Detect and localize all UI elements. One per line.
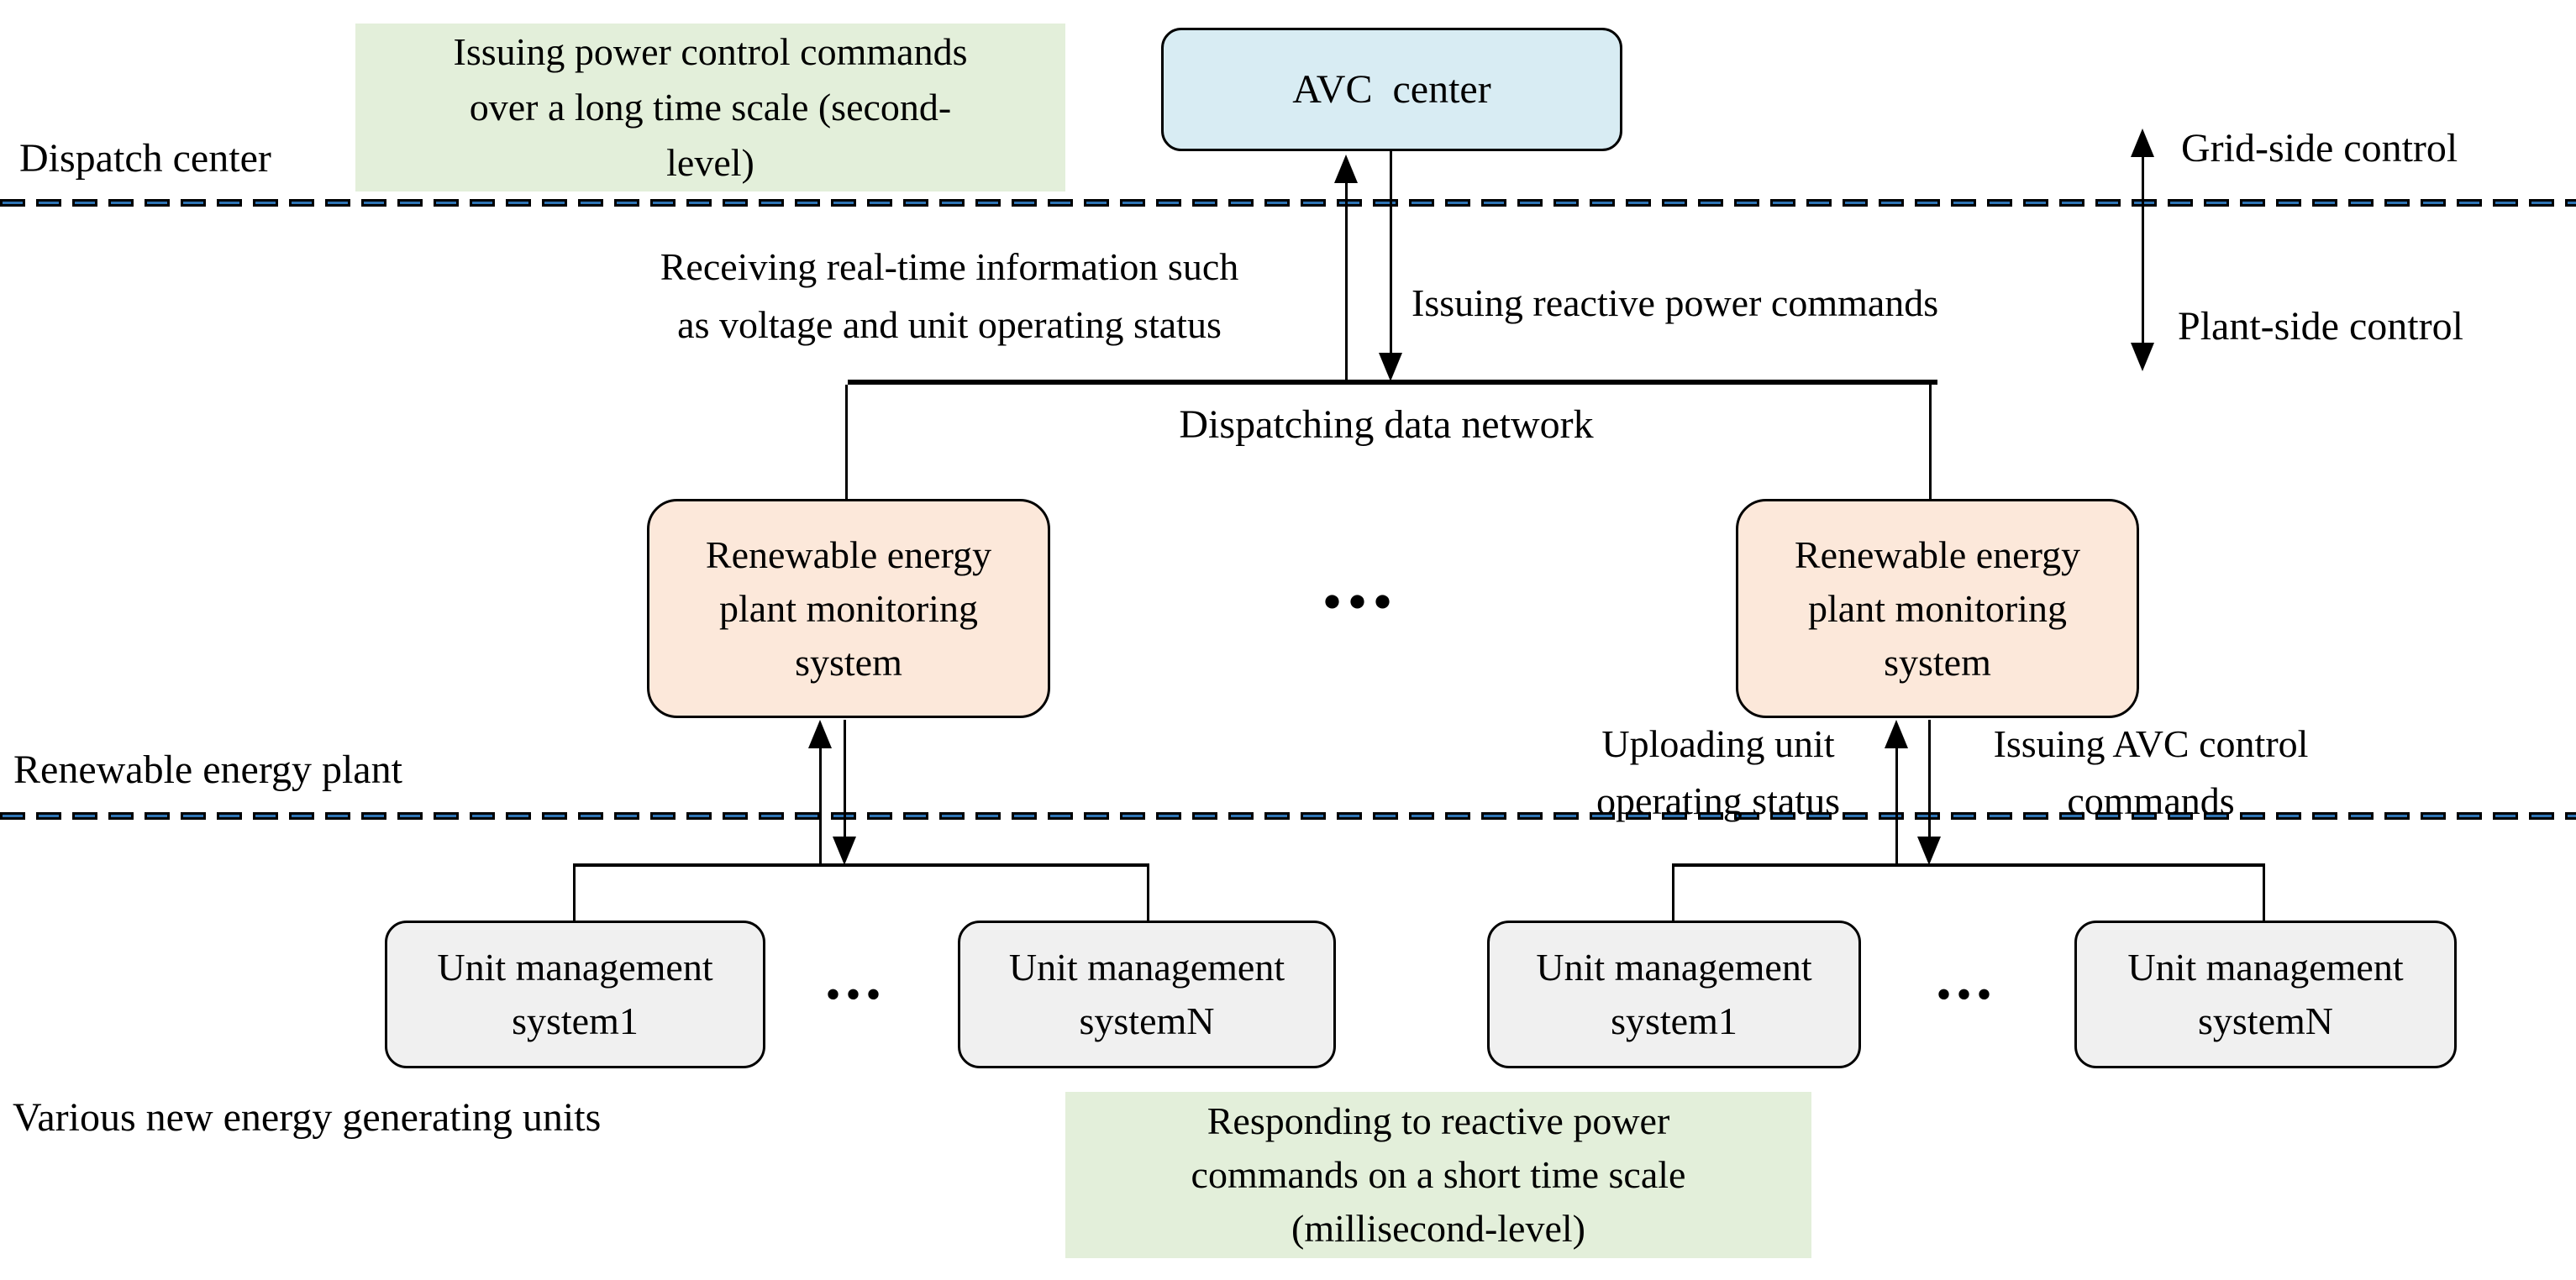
stub-right-unit1 (1672, 863, 1674, 921)
side-label-plant-side-control: Plant-side control (2178, 304, 2463, 349)
arrowhead-up-to-right-monitoring (1885, 720, 1908, 748)
ellipsis-left-units: ... (825, 942, 886, 1013)
flow-label-receiving-info: Receiving real-time information such as … (660, 245, 1239, 346)
note-long-time-scale: Issuing power control commands over a lo… (355, 24, 1065, 191)
arrowhead-up-to-avc (1334, 155, 1358, 183)
edge-right-monitoring-commands (1928, 720, 1931, 838)
arrowhead-down-to-left-units (833, 837, 856, 865)
dispatching-network-bus (848, 380, 1937, 385)
left-units-connector (573, 863, 1149, 867)
flow-label-uploading-status: Uploading unit operating status (1596, 722, 1840, 822)
edge-left-monitoring-commands (844, 720, 846, 838)
arrowhead-plant-side (2131, 343, 2154, 371)
stub-left-unit1 (573, 863, 576, 921)
ellipsis-right-units: ... (1936, 942, 1996, 1013)
node-unit-left-1: Unit management system1 (385, 921, 765, 1068)
node-unit-left-n: Unit management systemN (958, 921, 1336, 1068)
stub-right-unitN (2263, 863, 2265, 921)
grid-plant-boundary-dashed-line (0, 199, 2576, 207)
arrowhead-grid-side (2131, 129, 2154, 157)
flow-label-issuing-avc: Issuing AVC control commands (1993, 722, 2309, 822)
stub-left-unitN (1147, 863, 1149, 921)
zone-label-renewable-energy-plant: Renewable energy plant (13, 748, 402, 792)
zone-label-generating-units: Various new energy generating units (13, 1095, 602, 1140)
node-unit-right-n: Unit management systemN (2074, 921, 2457, 1068)
edge-right-units-upload (1895, 747, 1898, 865)
ellipsis-between-monitoring: ... (1322, 532, 1397, 626)
network-label: Dispatching data network (1179, 402, 1594, 447)
dash-blue-core (0, 815, 2576, 817)
flow-label-issuing-reactive: Issuing reactive power commands (1412, 281, 1939, 324)
node-monitoring-left: Renewable energy plant monitoring system (647, 499, 1050, 718)
arrowhead-down-to-network (1379, 353, 1402, 381)
node-monitoring-right: Renewable energy plant monitoring system (1736, 499, 2139, 718)
note-short-time-scale: Responding to reactive power commands on… (1065, 1092, 1811, 1258)
side-label-grid-side-control: Grid-side control (2181, 126, 2458, 170)
zone-label-dispatch-center: Dispatch center (19, 136, 271, 181)
node-unit-right-1: Unit management system1 (1487, 921, 1861, 1068)
edge-bus-to-left-monitoring (845, 385, 848, 499)
grid-plant-double-arrow-shaft (2142, 155, 2144, 343)
edge-upload-to-avc (1345, 181, 1348, 380)
plant-unit-boundary-dashed-line (0, 812, 2576, 820)
arrowhead-up-to-left-monitoring (808, 720, 832, 748)
dash-blue-core (0, 202, 2576, 204)
right-units-connector (1672, 863, 2265, 867)
edge-left-units-upload (819, 747, 822, 865)
arrowhead-down-to-right-units (1917, 837, 1941, 865)
edge-avc-commands-down (1390, 151, 1392, 353)
node-avc-center: AVC center (1161, 28, 1622, 151)
edge-bus-to-right-monitoring (1929, 385, 1932, 499)
